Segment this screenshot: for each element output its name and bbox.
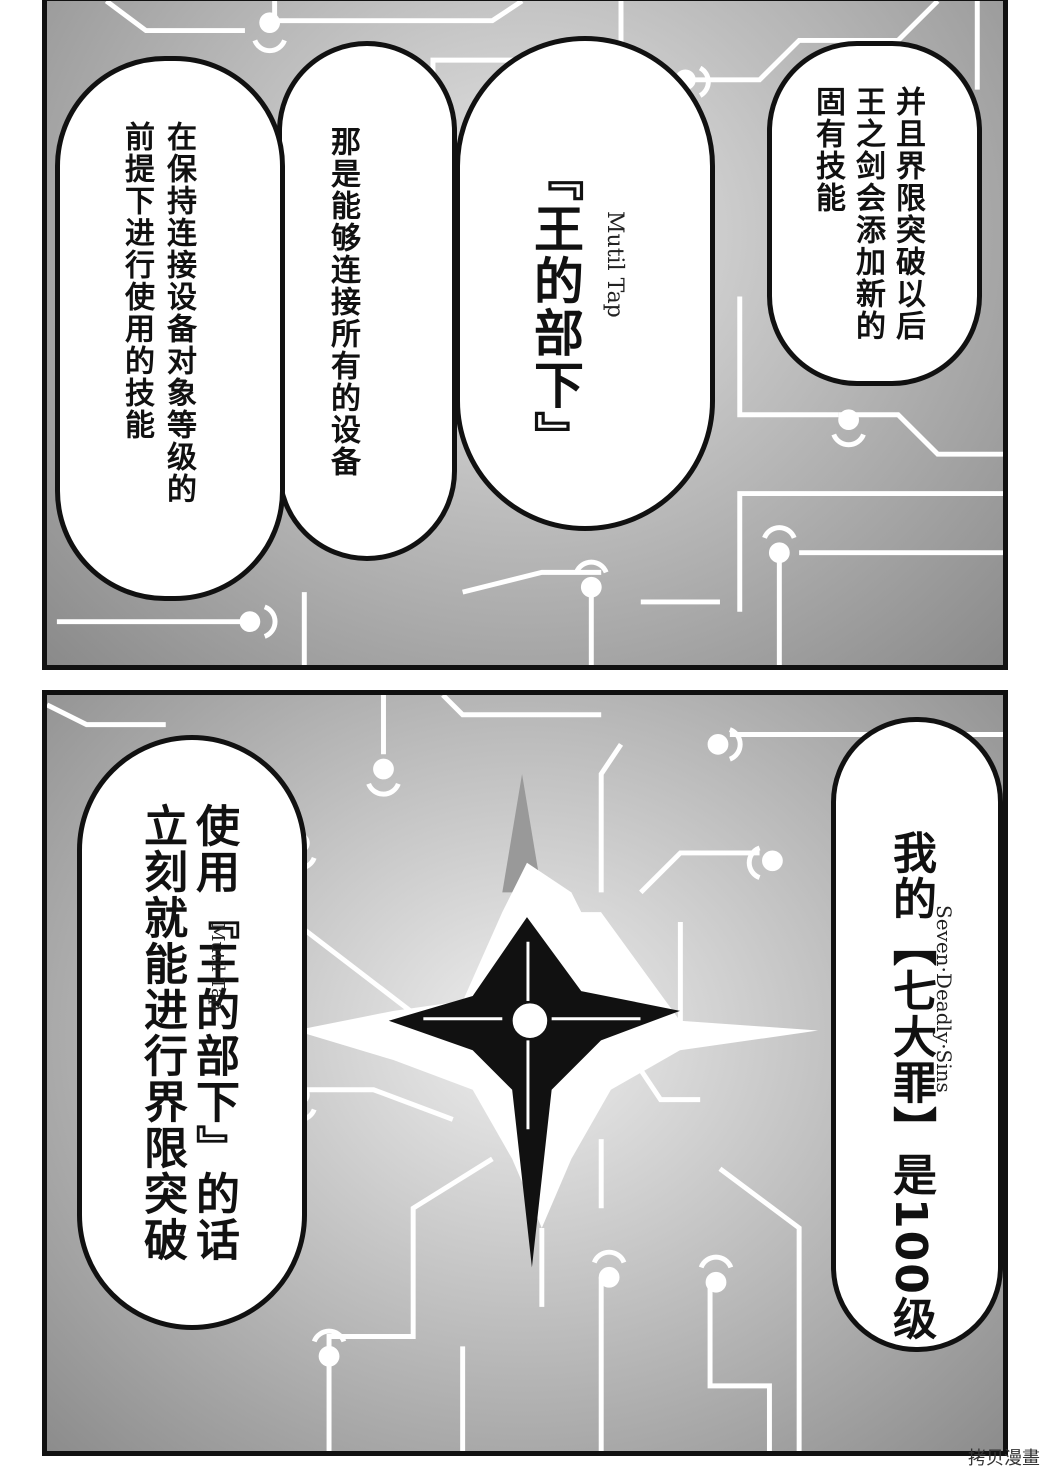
speech-bubble-left-b — [55, 56, 285, 601]
watermark: 拷贝漫畫 — [968, 1448, 1040, 1469]
emblem-top-spike — [502, 773, 542, 893]
speech-text-left-a: 那是能够连接所有的设备 — [325, 126, 360, 478]
speech-bubble-left-a — [277, 41, 457, 561]
speech-text-right: 我的【七大罪】是100级 — [885, 830, 936, 1342]
speech-bubble-right — [831, 717, 1003, 1352]
manga-panel-top: 并且界限突破以后 王之剑会添加新的 固有技能 『王的部下』 Mutil Tap … — [42, 0, 1008, 670]
speech-text-left: 使用『王的部下』的话 立刻就能进行界限突破 — [136, 803, 239, 1263]
circuit-background — [56, 1, 1003, 665]
speech-text-right: 并且界限突破以后 王之剑会添加新的 固有技能 — [810, 86, 925, 342]
speech-bubble-right — [767, 41, 982, 386]
ruby-seven-deadly-sins: Seven·Deadly·Sins — [932, 905, 956, 1093]
speech-bubble-left — [77, 735, 307, 1330]
ruby-mutil-tap-bottom: Mutil Tap — [207, 923, 228, 1011]
manga-panel-bottom: 我的【七大罪】是100级 Seven·Deadly·Sins 使用『王的部下』的… — [42, 690, 1008, 1456]
emblem-black-star — [388, 917, 680, 1268]
ruby-mutil-tap-top: Mutil Tap — [602, 211, 627, 318]
speech-text-center-title: 『王的部下』 — [526, 151, 584, 463]
star-emblem — [295, 773, 819, 1268]
speech-bubble-center — [455, 36, 715, 531]
speech-text-left-b: 在保持连接设备对象等级的 前提下进行使用的技能 — [119, 121, 196, 505]
